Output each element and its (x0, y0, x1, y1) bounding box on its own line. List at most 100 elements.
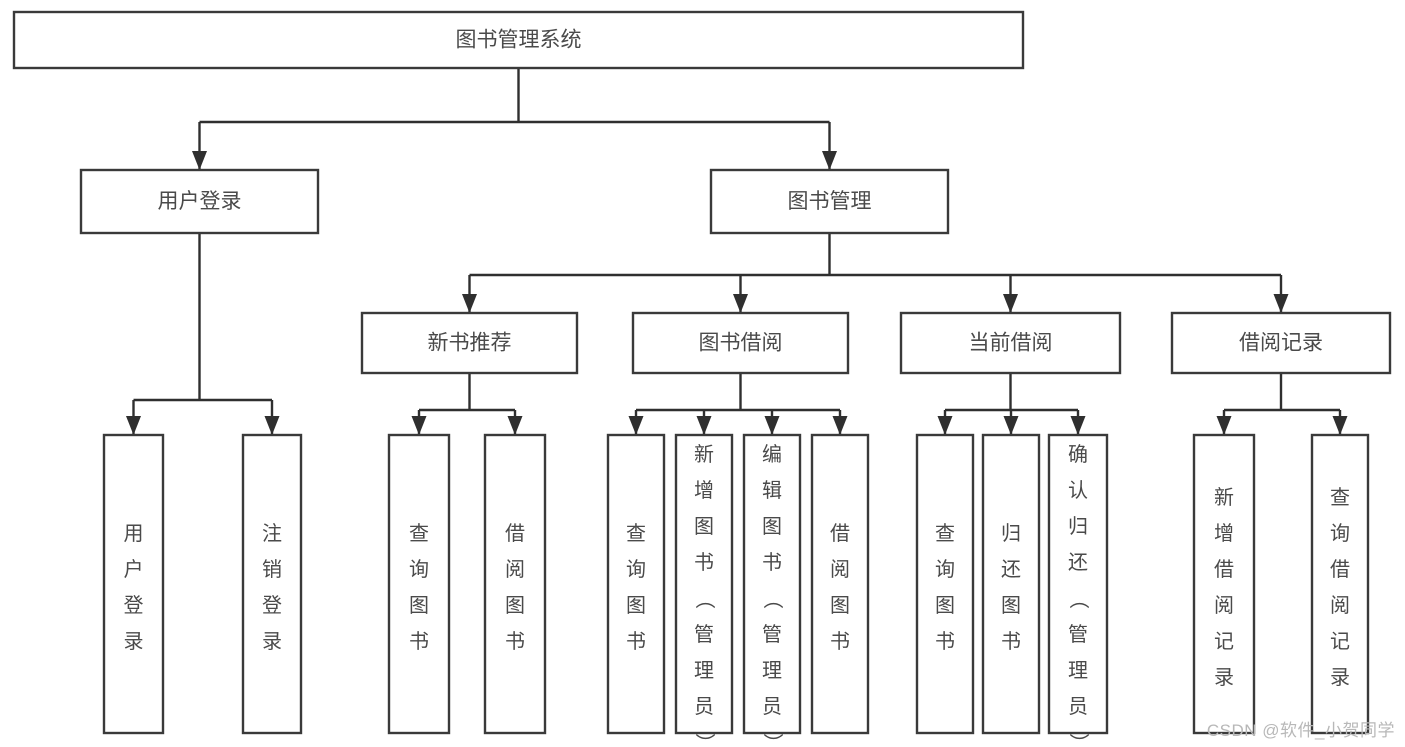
svg-text:）: ） (1067, 733, 1090, 747)
svg-text:管: 管 (762, 623, 782, 646)
node-label: 图书借阅 (699, 332, 783, 355)
svg-text:员: 员 (762, 696, 782, 718)
leaf-return-book[interactable] (981, 433, 1041, 735)
svg-text:（: （ (1067, 589, 1090, 609)
level1-node-book-manage[interactable] (709, 168, 950, 235)
leaf-query-book-3[interactable] (915, 433, 975, 735)
svg-text:用: 用 (124, 523, 144, 545)
svg-text:图: 图 (1001, 595, 1021, 617)
svg-text:书: 书 (409, 630, 429, 653)
svg-text:图: 图 (626, 595, 646, 617)
node-label: 图书管理 (788, 190, 872, 213)
svg-text:图: 图 (409, 595, 429, 617)
svg-text:还: 还 (1068, 551, 1088, 574)
level2-node-new-book-recommend[interactable] (360, 311, 579, 375)
svg-text:登: 登 (262, 594, 282, 617)
leaf-user-login[interactable] (102, 433, 165, 735)
svg-text:）: ） (761, 733, 784, 747)
level2-node-borrow-record[interactable] (1170, 311, 1392, 375)
arrow-head-icon (1070, 416, 1086, 435)
root-node-box[interactable] (12, 10, 1025, 70)
svg-text:编: 编 (762, 443, 782, 466)
svg-text:书: 书 (935, 630, 955, 653)
svg-text:图: 图 (830, 595, 850, 617)
svg-text:书: 书 (830, 630, 850, 653)
svg-text:确: 确 (1068, 443, 1088, 466)
svg-text:阅: 阅 (1214, 594, 1234, 617)
arrow-head-icon (462, 294, 477, 313)
svg-text:图: 图 (935, 595, 955, 617)
leaf-user-logout[interactable] (241, 433, 303, 735)
svg-text:认: 认 (1068, 479, 1088, 502)
leaf-confirm-return[interactable] (1047, 433, 1109, 735)
node-label: 新书推荐 (428, 332, 512, 355)
svg-text:图: 图 (505, 595, 525, 617)
svg-text:销: 销 (262, 558, 282, 581)
node-label: 用户登录 (158, 190, 242, 213)
svg-text:理: 理 (694, 660, 714, 682)
arrow-head-icon (628, 416, 644, 435)
leaf-borrow-book-2[interactable] (810, 433, 870, 735)
svg-text:（: （ (761, 589, 784, 609)
svg-text:借: 借 (1214, 558, 1234, 581)
connector-layer (126, 68, 1348, 435)
leaf-query-record[interactable] (1310, 433, 1370, 735)
svg-text:录: 录 (124, 631, 144, 653)
svg-text:书: 书 (626, 630, 646, 653)
arrow-head-icon (192, 151, 207, 170)
level2-node-current-borrow[interactable] (899, 311, 1122, 375)
node-label: 图书管理系统 (456, 29, 582, 52)
svg-text:书: 书 (1001, 630, 1021, 653)
svg-text:借: 借 (830, 522, 850, 545)
svg-text:阅: 阅 (1330, 594, 1350, 617)
svg-text:理: 理 (1068, 660, 1088, 682)
arrow-head-icon (1216, 416, 1232, 435)
svg-text:询: 询 (409, 558, 429, 581)
level2-node-book-borrow[interactable] (631, 311, 850, 375)
svg-text:录: 录 (262, 631, 282, 653)
arrow-head-icon (696, 416, 712, 435)
svg-text:登: 登 (124, 594, 144, 617)
arrow-head-icon (1332, 416, 1348, 435)
svg-text:查: 查 (1330, 486, 1350, 509)
svg-text:借: 借 (1330, 558, 1350, 581)
svg-text:书: 书 (762, 551, 782, 574)
leaf-query-book-1[interactable] (387, 433, 451, 735)
svg-text:查: 查 (935, 522, 955, 545)
svg-text:归: 归 (1068, 515, 1088, 538)
leaf-add-book[interactable] (674, 433, 734, 735)
svg-text:员: 员 (694, 696, 714, 718)
svg-text:书: 书 (505, 630, 525, 653)
svg-text:）: ） (693, 733, 716, 747)
svg-text:户: 户 (124, 558, 144, 581)
node-label: 当前借阅 (969, 332, 1053, 355)
svg-text:录: 录 (1330, 667, 1350, 689)
arrow-head-icon (832, 416, 848, 435)
leaf-query-book-2[interactable] (606, 433, 666, 735)
arrow-head-icon (411, 416, 427, 435)
node-layer: 图书管理系统用户登录图书管理新书推荐图书借阅当前借阅借阅记录用户登录注销登录查询… (12, 10, 1392, 747)
arrow-head-icon (1003, 416, 1019, 435)
arrow-head-icon (822, 151, 837, 170)
arrow-head-icon (1003, 294, 1018, 313)
arrow-head-icon (937, 416, 953, 435)
leaf-edit-book[interactable] (742, 433, 802, 735)
svg-text:（: （ (693, 589, 716, 609)
leaf-add-record[interactable] (1192, 433, 1256, 735)
svg-text:阅: 阅 (830, 558, 850, 581)
leaf-borrow-book-1[interactable] (483, 433, 547, 735)
arrow-head-icon (764, 416, 780, 435)
level1-node-user-login[interactable] (79, 168, 320, 235)
